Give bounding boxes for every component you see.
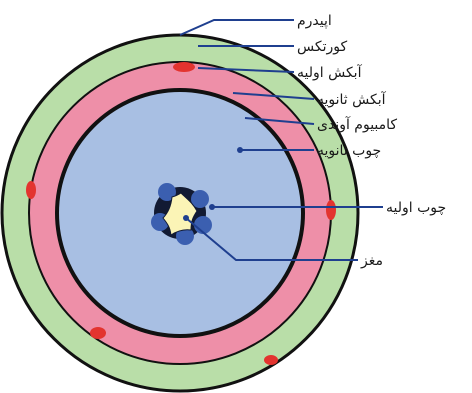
label-secondary-xylem: چوب ثانویه: [317, 143, 381, 159]
leader-epidermis: [180, 20, 294, 35]
label-primary-phloem: آبکش اولیه: [297, 64, 363, 81]
label-vascular-cambium: کامبیوم آوندی: [317, 116, 397, 133]
primary-phloem-patch-right: [326, 200, 336, 220]
primary-phloem-patch-bottom-right: [264, 355, 278, 365]
primary-phloem-patch-left: [26, 181, 36, 199]
leader-dot-secondary-xylem: [237, 147, 243, 153]
leader-dot-primary-xylem: [209, 204, 215, 210]
label-pith: مغز: [360, 253, 383, 269]
label-epidermis: اپیدرم: [297, 13, 332, 29]
leader-dot-pith: [183, 215, 189, 221]
label-secondary-phloem: آبکش ثانویه: [317, 91, 387, 108]
primary-phloem-patch-bottom: [90, 327, 106, 339]
label-cortex: کورتکس: [297, 39, 347, 55]
label-primary-xylem: چوب اولیه: [386, 200, 446, 216]
primary-phloem-patch-top: [173, 62, 195, 72]
